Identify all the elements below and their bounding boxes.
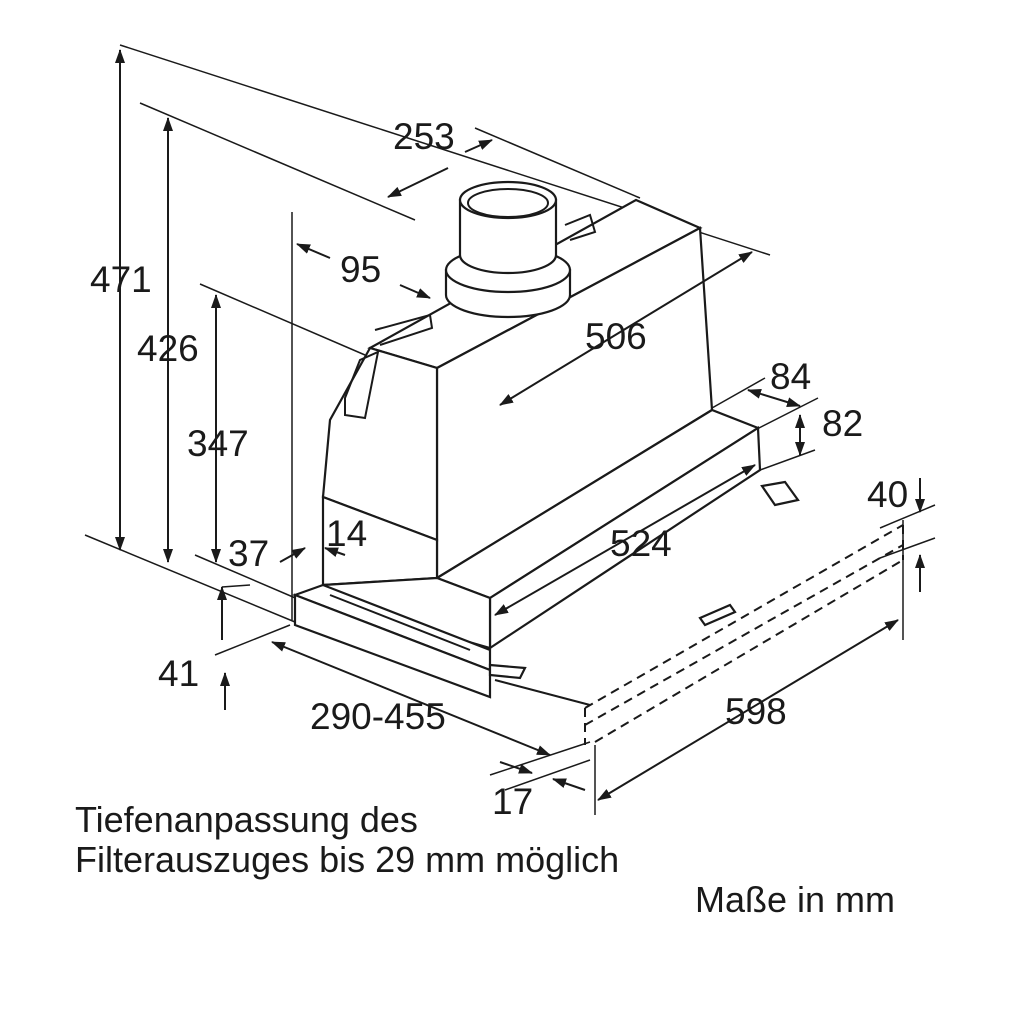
dim-506: 506 (585, 316, 647, 357)
dim-82: 82 (822, 403, 863, 444)
dim-426: 426 (137, 328, 199, 369)
dim-84: 84 (770, 356, 811, 397)
dim-40: 40 (867, 474, 908, 515)
caption-line-1: Tiefenanpassung des (75, 799, 418, 840)
caption-line-2: Filterauszuges bis 29 mm möglich (75, 839, 620, 880)
dim-347: 347 (187, 423, 249, 464)
units-note: Maße in mm (695, 879, 896, 920)
dim-598: 598 (725, 691, 787, 732)
dim-17: 17 (492, 781, 533, 822)
dim-37: 37 (228, 533, 269, 574)
dim-290-455: 290-455 (310, 696, 446, 737)
dim-253: 253 (393, 116, 455, 157)
hood-body (291, 180, 904, 745)
dim-14: 14 (326, 513, 367, 554)
dim-524: 524 (610, 523, 672, 564)
dim-41: 41 (158, 653, 199, 694)
dim-95: 95 (340, 249, 381, 290)
dimension-arrows (115, 49, 925, 801)
dim-471: 471 (90, 259, 152, 300)
dimension-labels: 471 426 347 253 95 506 84 82 40 524 37 1… (90, 116, 908, 822)
